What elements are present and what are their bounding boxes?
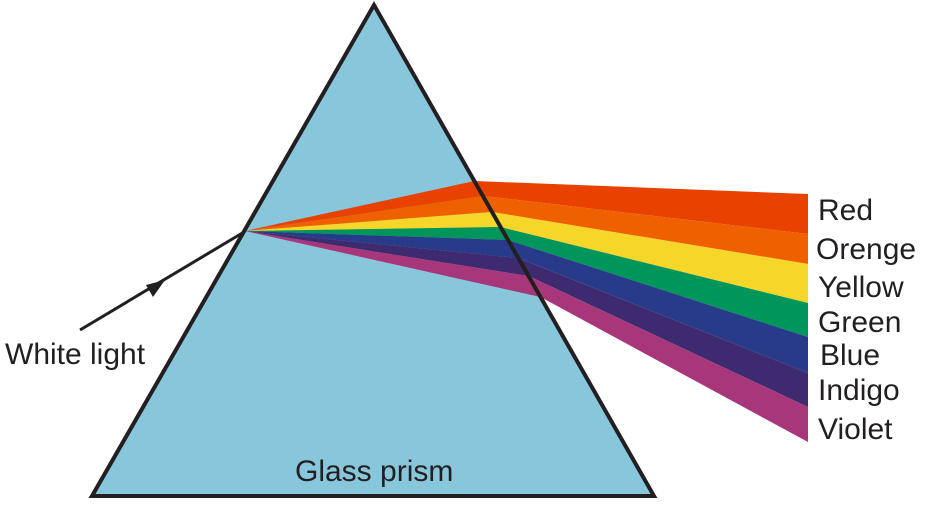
band-inside-orenge [245,196,493,231]
band-outside-green [500,227,808,337]
band-inside-yellow [245,212,501,231]
prism-outline [88,0,658,498]
white-light-label: White light [5,338,146,371]
glass-prism-label: Glass prism [295,455,454,488]
band-outside-indigo [518,258,808,407]
band-outside-blue [508,240,808,373]
band-inside-red [245,181,483,231]
band-label-violet: Violet [818,413,893,446]
arrow-head-icon [146,280,165,297]
band-outside-yellow [492,212,808,303]
band-label-yellow: Yellow [818,271,904,304]
band-outside-red [474,181,808,234]
band-outside-violet [528,276,808,442]
band-label-indigo: Indigo [818,374,900,407]
band-inside-green [245,227,509,240]
band-label-green: Green [818,306,902,339]
band-label-orange: Orenge [816,233,917,266]
band-inside-violet [245,231,541,297]
band-label-blue: Blue [820,339,881,372]
band-outside-orenge [482,196,808,264]
band-label-red: Red [818,194,874,227]
